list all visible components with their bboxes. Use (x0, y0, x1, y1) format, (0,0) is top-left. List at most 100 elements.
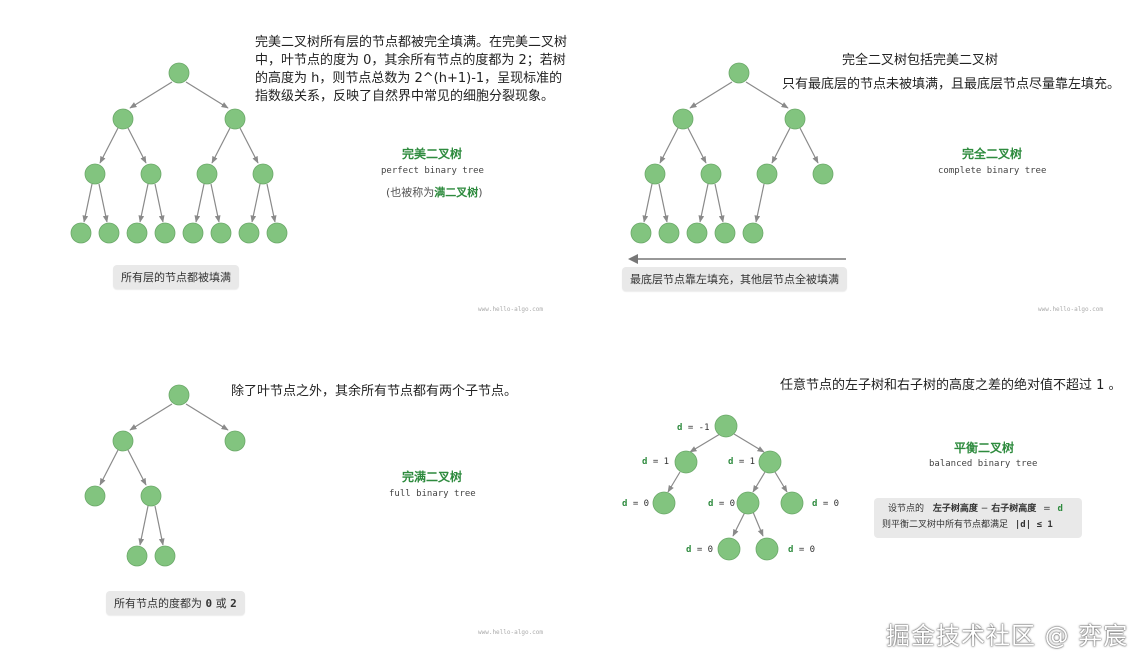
tree-node (714, 222, 736, 244)
info-d: d (1057, 504, 1063, 514)
perfect-tree-nodes (70, 62, 288, 244)
d-label-left: d = 1 (642, 457, 669, 467)
tree-node (168, 384, 190, 406)
tree-node (112, 430, 134, 452)
balanced-tree-nodes (652, 414, 804, 561)
perfect-title: 完美二叉树 (402, 147, 463, 161)
tree-node (84, 163, 106, 185)
full-subtitle: full binary tree (389, 489, 476, 499)
tree-node (686, 222, 708, 244)
tree-node (758, 450, 782, 474)
d-label-left-left: d = 0 (622, 499, 649, 509)
tree-node (210, 222, 232, 244)
d-label-right: d = 1 (728, 457, 755, 467)
complete-tree-edges (642, 81, 819, 223)
tree-node (70, 222, 92, 244)
tree-node (224, 430, 246, 452)
perfect-watermark: www.hello-algo.com (478, 306, 544, 313)
tree-node (756, 163, 778, 185)
info-equals: = (1043, 504, 1051, 514)
d-label-root: d = -1 (677, 423, 710, 433)
tree-node (238, 222, 260, 244)
tree-node (84, 485, 106, 507)
perfect-alias: (也被称为满二叉树) (386, 184, 483, 200)
brand-watermark: 掘金技术社区 @ 弈宸 (886, 622, 1129, 650)
tree-node (154, 222, 176, 244)
tree-node (140, 485, 162, 507)
complete-tree-nodes (630, 62, 834, 244)
complete-watermark: www.hello-algo.com (1038, 306, 1104, 313)
complete-subtitle: complete binary tree (938, 166, 1047, 176)
perfect-description: 完美二叉树所有层的节点都被完全填满。在完美二叉树中，叶节点的度为 0，其余所有节… (255, 35, 568, 104)
balanced-description: 任意节点的左子树和右子树的高度之差的绝对值不超过 1 。 (780, 378, 1122, 393)
info-abs-condition: |d| ≤ 1 (1014, 520, 1053, 530)
tree-node (714, 414, 738, 438)
d-label-right-left: d = 0 (708, 499, 735, 509)
tree-node (196, 163, 218, 185)
tree-node (630, 222, 652, 244)
full-watermark: www.hello-algo.com (478, 629, 544, 636)
tree-node (168, 62, 190, 84)
info-line-1: 设节点的 左子树高度 − 右子树高度 = d (882, 501, 1074, 517)
tree-node (644, 163, 666, 185)
caption-value-0: 0 (205, 597, 213, 610)
caption-prefix: 所有节点的度都为 (114, 597, 202, 610)
info-right-height: 右子树高度 (991, 504, 1037, 514)
alias-bold: 满二叉树 (434, 186, 479, 199)
tree-node (182, 222, 204, 244)
tree-node (658, 222, 680, 244)
full-description: 除了叶节点之外，其余所有节点都有两个子节点。 (231, 384, 518, 399)
complete-description-line2: 只有最底层的节点未被填满，且最底层节点尽量靠左填充。 (782, 77, 1121, 92)
tree-node (700, 163, 722, 185)
tree-node (224, 108, 246, 130)
info-prefix: 设节点的 (888, 504, 925, 514)
perfect-tree-diagram (70, 62, 288, 244)
full-tree-diagram (84, 384, 246, 567)
tree-node (672, 108, 694, 130)
full-tree-nodes (84, 384, 246, 567)
tree-node (252, 163, 274, 185)
balanced-tree-diagram: d = -1 d = 1 d = 1 d = 0 d = 0 d = 0 d =… (622, 414, 839, 561)
tree-node (140, 163, 162, 185)
complete-description-line1: 完全二叉树包括完美二叉树 (842, 53, 999, 68)
tree-node (126, 545, 148, 567)
caption-value-2: 2 (230, 597, 237, 610)
tree-node (742, 222, 764, 244)
full-caption: 所有节点的度都为 0 或 2 (106, 591, 245, 615)
tree-node (784, 108, 806, 130)
tree-node (780, 491, 804, 515)
balanced-title: 平衡二叉树 (954, 441, 1015, 455)
d-label-rl-left: d = 0 (686, 545, 713, 555)
balanced-info-box: 设节点的 左子树高度 − 右子树高度 = d 则平衡二叉树中所有节点都满足 |d… (874, 498, 1082, 538)
alias-prefix: (也被称为 (386, 186, 435, 199)
tree-node (266, 222, 288, 244)
info-line2-prefix: 则平衡二叉树中所有节点都满足 (882, 520, 1009, 530)
info-left-height: 左子树高度 (932, 504, 978, 514)
tree-node (717, 537, 741, 561)
perfect-subtitle: perfect binary tree (381, 166, 484, 176)
tree-node (154, 545, 176, 567)
tree-node (736, 491, 760, 515)
tree-node (112, 108, 134, 130)
full-tree-edges (99, 403, 229, 546)
tree-node (728, 62, 750, 84)
info-minus: − (980, 504, 989, 514)
complete-tree-diagram (628, 62, 846, 264)
d-label-right-right: d = 0 (812, 499, 839, 509)
perfect-caption: 所有层的节点都被填满 (113, 265, 239, 289)
info-line-2: 则平衡二叉树中所有节点都满足 |d| ≤ 1 (882, 517, 1074, 533)
complete-caption: 最底层节点靠左填充，其他层节点全被填满 (622, 267, 847, 291)
tree-node (126, 222, 148, 244)
alias-suffix: ) (478, 186, 483, 199)
tree-node (652, 491, 676, 515)
balanced-tree-edges (667, 433, 788, 537)
full-title: 完满二叉树 (402, 470, 463, 484)
tree-node (755, 537, 779, 561)
tree-node (812, 163, 834, 185)
balance-factor-labels: d = -1 d = 1 d = 1 d = 0 d = 0 d = 0 d =… (622, 423, 839, 555)
complete-title: 完全二叉树 (962, 147, 1023, 161)
balanced-subtitle: balanced binary tree (929, 459, 1038, 469)
tree-node (98, 222, 120, 244)
caption-or: 或 (215, 597, 227, 610)
fill-direction-arrow (628, 254, 846, 264)
